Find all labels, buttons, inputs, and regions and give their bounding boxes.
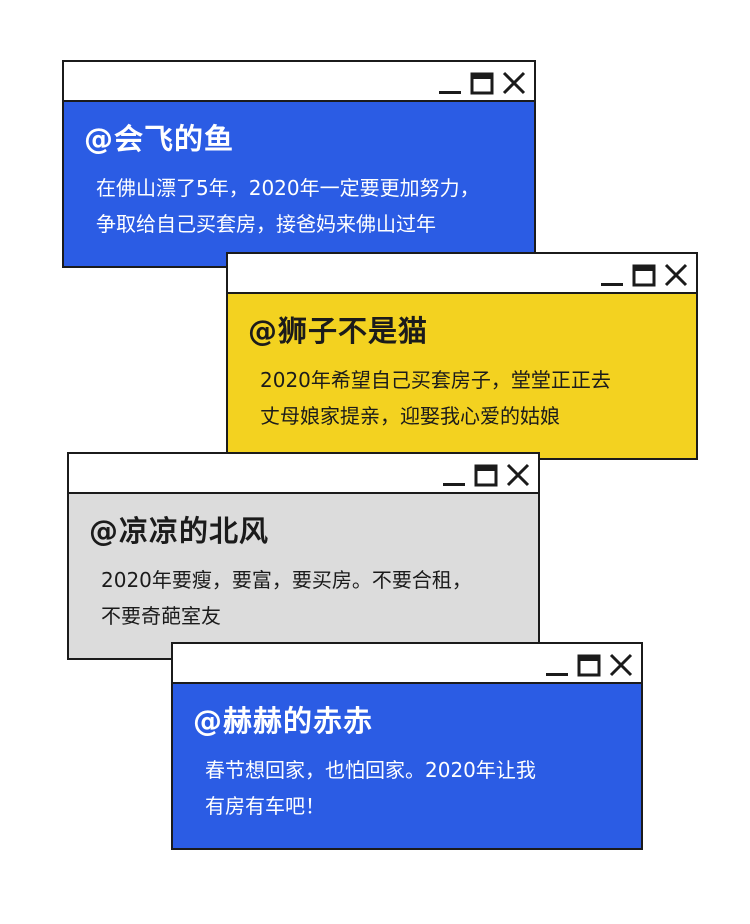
window-titlebar[interactable] [69,454,538,494]
maximize-icon[interactable] [474,462,498,488]
window-controls [438,68,526,96]
window-controls [545,650,633,678]
window-body: @赫赫的赤赤 春节想回家，也怕回家。2020年让我 有房有车吧！ [173,684,641,848]
minimize-icon[interactable] [545,652,569,678]
username: @赫赫的赤赤 [193,704,374,738]
username: @狮子不是猫 [248,314,429,348]
window-titlebar[interactable] [64,62,534,102]
message-line: 2020年希望自己买套房子，堂堂正正去 [260,368,611,392]
message-window: @狮子不是猫 2020年希望自己买套房子，堂堂正正去 丈母娘家提亲，迎娶我心爱的… [226,252,698,460]
minimize-icon[interactable] [442,462,466,488]
message-window: @凉凉的北风 2020年要瘦，要富，要买房。不要合租， 不要奇葩室友 [67,452,540,660]
message-text: 在佛山漂了5年，2020年一定要更加努力， 争取给自己买套房，接爸妈来佛山过年 [96,170,480,242]
window-controls [442,460,530,488]
message-line: 争取给自己买套房，接爸妈来佛山过年 [96,212,436,236]
minimize-icon[interactable] [600,262,624,288]
minimize-icon[interactable] [438,70,462,96]
window-titlebar[interactable] [173,644,641,684]
message-text: 春节想回家，也怕回家。2020年让我 有房有车吧！ [205,752,536,824]
message-window: @赫赫的赤赤 春节想回家，也怕回家。2020年让我 有房有车吧！ [171,642,643,850]
message-line: 春节想回家，也怕回家。2020年让我 [205,758,536,782]
window-controls [600,260,688,288]
message-line: 2020年要瘦，要富，要买房。不要合租， [101,568,472,592]
maximize-icon[interactable] [470,70,494,96]
message-text: 2020年要瘦，要富，要买房。不要合租， 不要奇葩室友 [101,562,472,634]
message-window: @会飞的鱼 在佛山漂了5年，2020年一定要更加努力， 争取给自己买套房，接爸妈… [62,60,536,268]
message-text: 2020年希望自己买套房子，堂堂正正去 丈母娘家提亲，迎娶我心爱的姑娘 [260,362,611,434]
message-line: 丈母娘家提亲，迎娶我心爱的姑娘 [260,404,560,428]
close-icon[interactable] [609,652,633,678]
window-body: @凉凉的北风 2020年要瘦，要富，要买房。不要合租， 不要奇葩室友 [69,494,538,658]
message-line: 有房有车吧！ [205,794,325,818]
username: @凉凉的北风 [89,514,270,548]
message-line: 在佛山漂了5年，2020年一定要更加努力， [96,176,480,200]
window-body: @狮子不是猫 2020年希望自己买套房子，堂堂正正去 丈母娘家提亲，迎娶我心爱的… [228,294,696,458]
maximize-icon[interactable] [632,262,656,288]
username: @会飞的鱼 [84,122,235,156]
maximize-icon[interactable] [577,652,601,678]
close-icon[interactable] [502,70,526,96]
close-icon[interactable] [664,262,688,288]
window-titlebar[interactable] [228,254,696,294]
window-body: @会飞的鱼 在佛山漂了5年，2020年一定要更加努力， 争取给自己买套房，接爸妈… [64,102,534,266]
message-line: 不要奇葩室友 [101,604,221,628]
close-icon[interactable] [506,462,530,488]
